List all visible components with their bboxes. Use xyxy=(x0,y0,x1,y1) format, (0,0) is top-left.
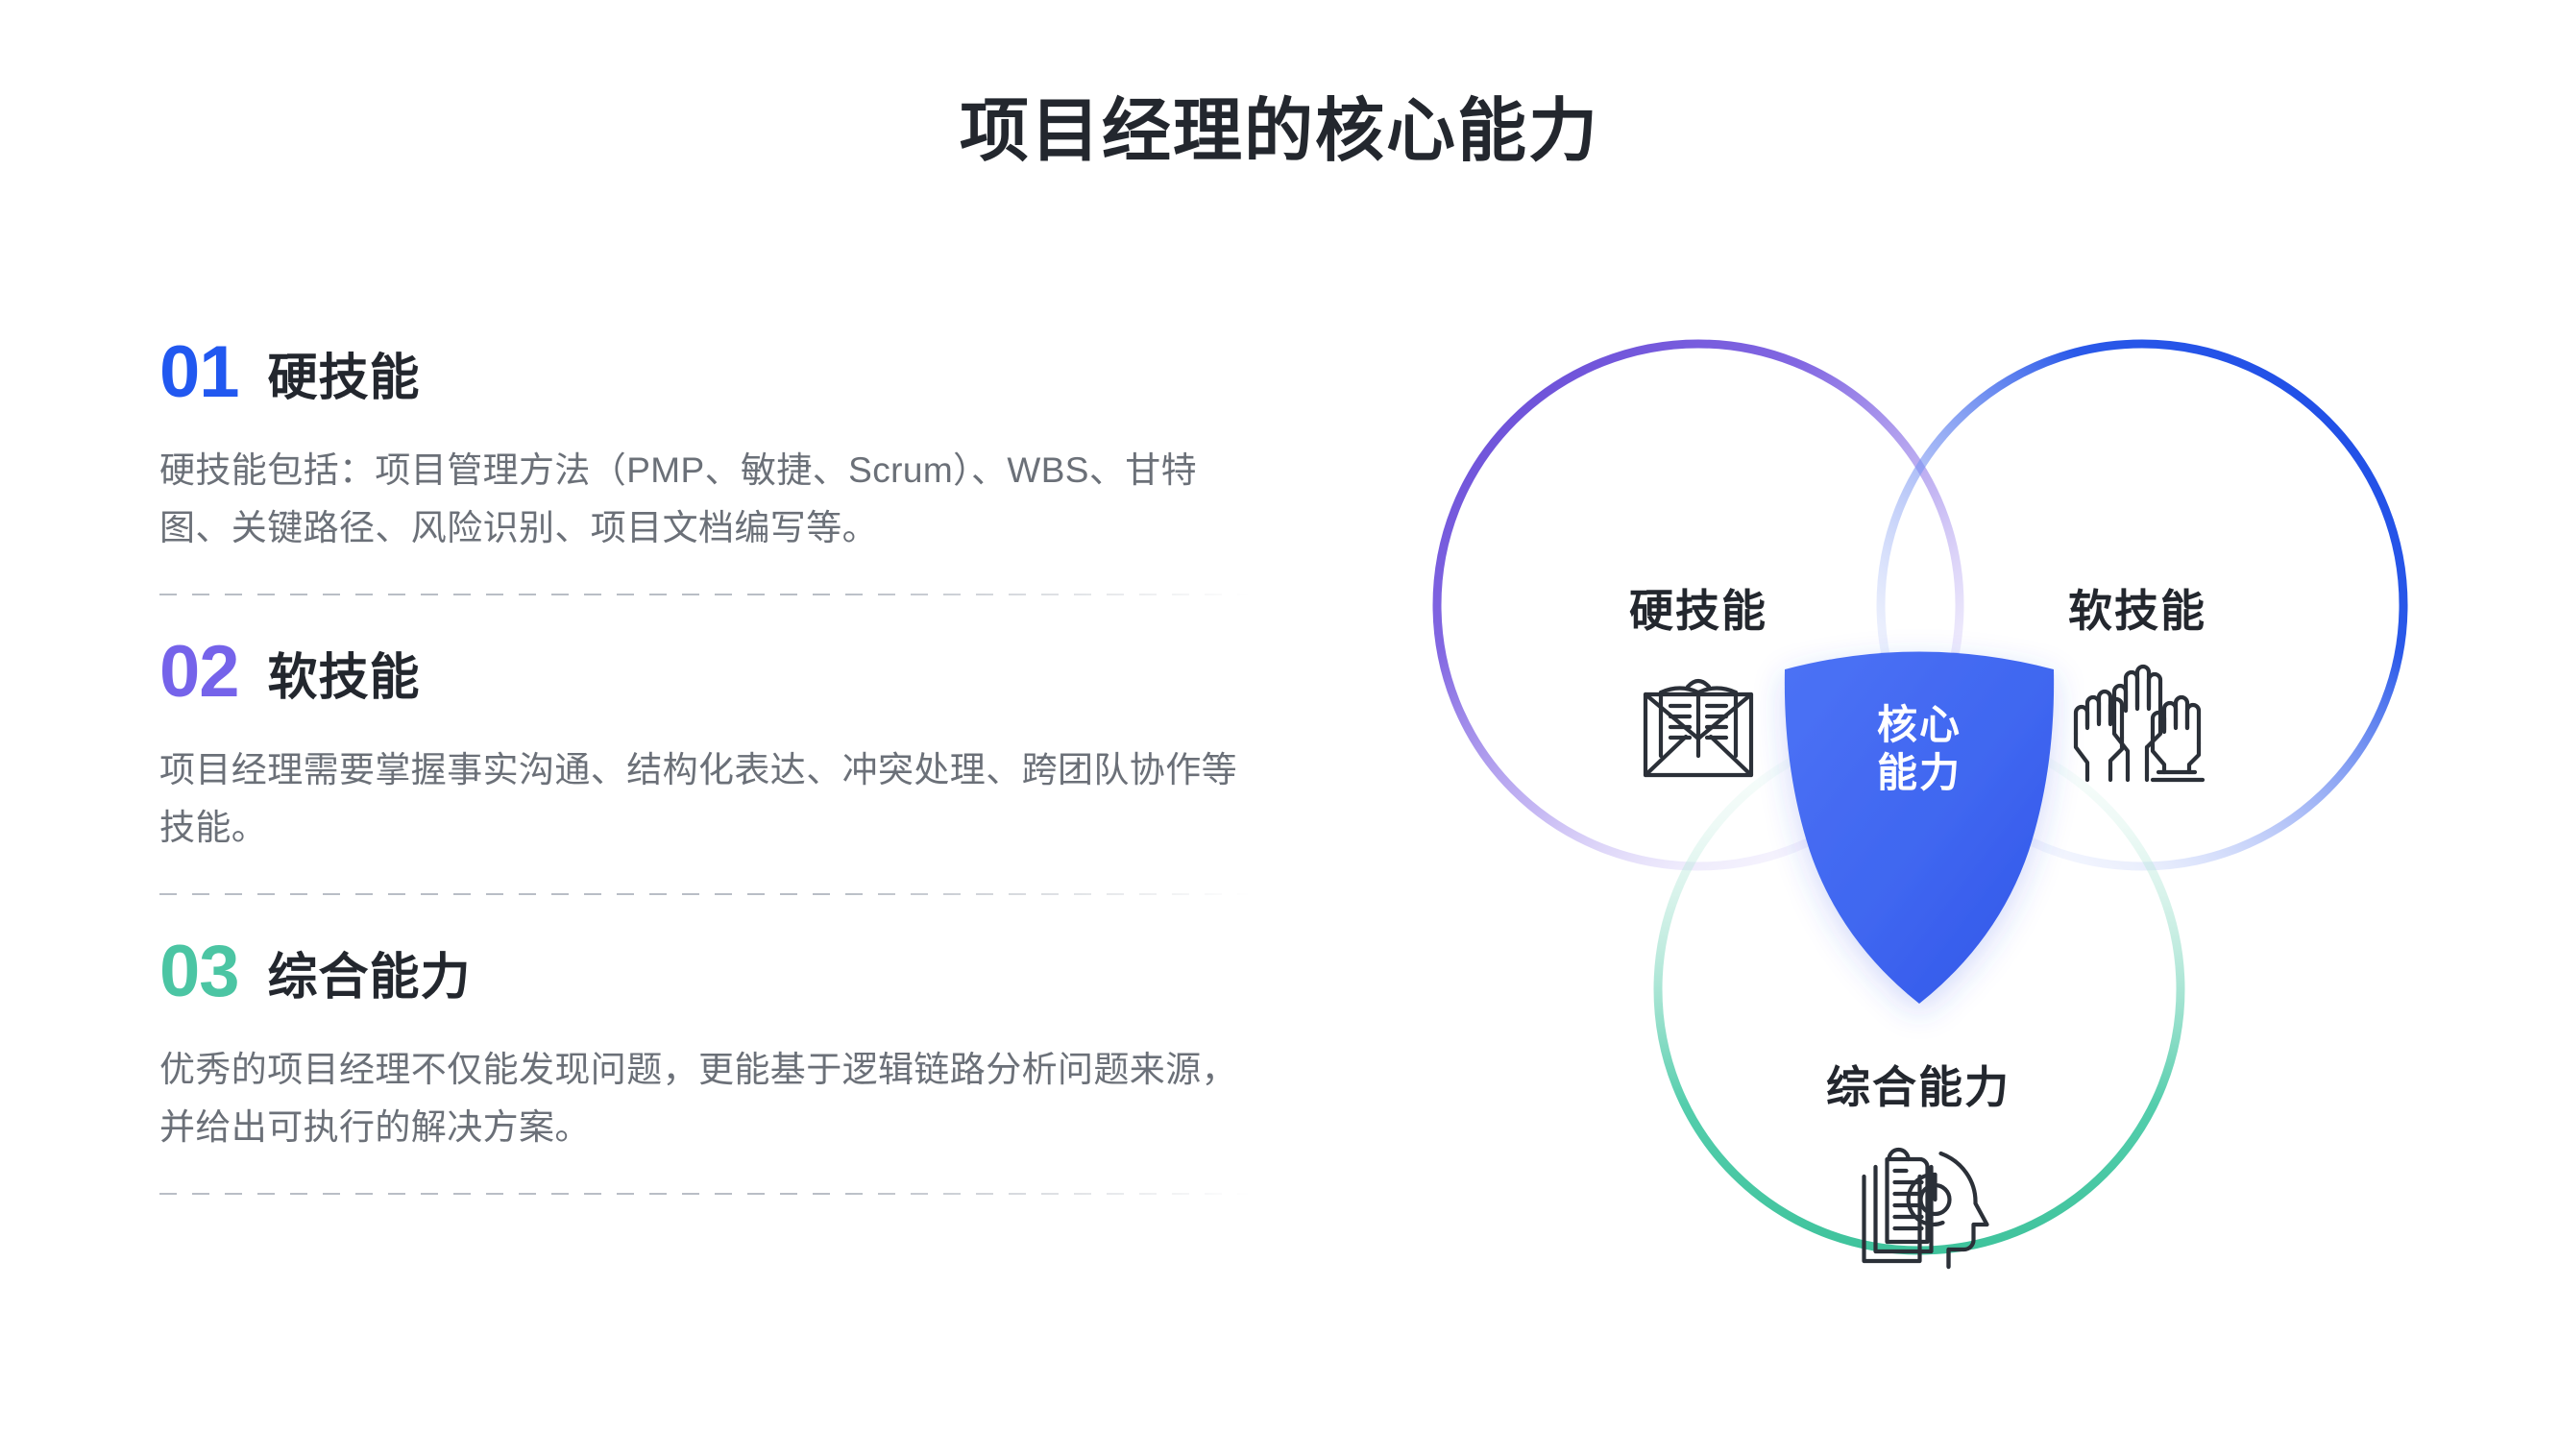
section-number: 01 xyxy=(159,331,240,413)
venn-label-hard-skills: 硬技能 xyxy=(1629,586,1767,636)
section-title: 软技能 xyxy=(267,649,421,706)
head-analysis-icon xyxy=(1847,1138,1996,1273)
section-comprehensive-ability: 03 综合能力 优秀的项目经理不仅能发现问题，更能基于逻辑链路分析问题来源，并给… xyxy=(159,930,1274,1195)
venn-label-comprehensive: 综合能力 xyxy=(1826,1062,2011,1112)
section-number: 02 xyxy=(159,630,240,713)
section-body: 优秀的项目经理不仅能发现问题，更能基于逻辑链路分析问题来源，并给出可执行的解决方… xyxy=(159,1049,1237,1147)
venn-circle-soft-skills xyxy=(1876,339,2408,871)
core-badge-shape xyxy=(1784,651,2055,1004)
section-body: 硬技能包括：项目管理方法（PMP、敏捷、Scrum）、WBS、甘特图、关键路径、… xyxy=(159,450,1198,547)
section-header: 02 软技能 xyxy=(159,630,1274,713)
page-title: 项目经理的核心能力 xyxy=(959,93,1599,170)
envelope-document-icon xyxy=(1626,667,1770,788)
section-title: 综合能力 xyxy=(267,949,472,1006)
section-number: 03 xyxy=(159,930,240,1012)
section-header: 03 综合能力 xyxy=(159,930,1274,1012)
skills-list: 01 硬技能 硬技能包括：项目管理方法（PMP、敏捷、Scrum）、WBS、甘特… xyxy=(159,336,1274,1195)
section-divider xyxy=(159,593,1250,595)
venn-circle-hard-skills xyxy=(1432,339,1964,871)
section-divider xyxy=(159,1192,1250,1195)
section-title: 硬技能 xyxy=(267,351,421,406)
venn-circles-svg xyxy=(1432,339,2408,1255)
section-header: 01 硬技能 xyxy=(159,336,1274,409)
section-body: 项目经理需要掌握事实沟通、结构化表达、冲突处理、跨团队协作等技能。 xyxy=(159,749,1237,847)
section-divider xyxy=(159,892,1250,895)
section-hard-skills: 01 硬技能 硬技能包括：项目管理方法（PMP、敏捷、Scrum）、WBS、甘特… xyxy=(159,336,1274,595)
spacer xyxy=(159,895,1274,935)
raised-hands-icon xyxy=(2070,663,2214,792)
spacer xyxy=(159,595,1274,636)
venn-diagram: 硬技能 软技能 综合能力 xyxy=(1383,317,2517,1441)
section-soft-skills: 02 软技能 项目经理需要掌握事实沟通、结构化表达、冲突处理、跨团队协作等技能。 xyxy=(159,630,1274,895)
venn-label-soft-skills: 软技能 xyxy=(2068,586,2206,636)
